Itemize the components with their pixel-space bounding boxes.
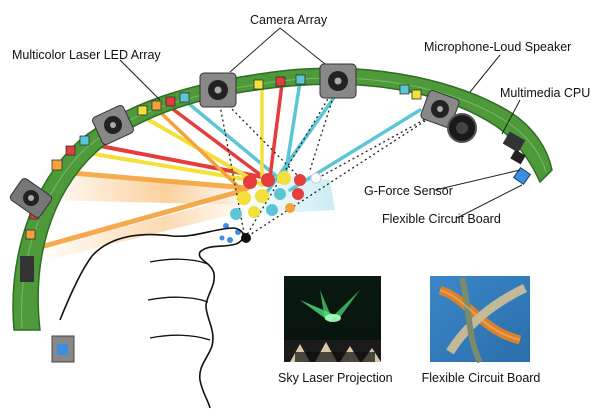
camera-2 xyxy=(92,105,134,145)
beam-red-1 xyxy=(93,143,264,179)
camera-1 xyxy=(9,178,53,218)
microphone-speaker-label: Microphone-Loud Speaker xyxy=(424,40,572,54)
multimedia-cpu-label: Multimedia CPU xyxy=(500,86,591,100)
g-force-sensor-label: G-Force Sensor xyxy=(364,184,453,198)
beam-orange-2 xyxy=(57,169,251,191)
multimedia-cpu-chip xyxy=(502,131,526,165)
laser-led-array-label: Multicolor Laser LED Array xyxy=(12,48,161,62)
left-end-components xyxy=(20,256,75,363)
loud-speaker xyxy=(447,113,477,143)
g-force-sensor-chip xyxy=(512,166,532,186)
projected-dot-grid xyxy=(219,171,322,243)
flexible-circuit-board-label: Flexible Circuit Board xyxy=(382,212,501,226)
sky-laser-photo xyxy=(284,276,381,362)
orange-glow-lower xyxy=(35,195,250,262)
camera-3 xyxy=(199,72,237,108)
camera-5 xyxy=(420,90,460,128)
beam-orange-1 xyxy=(27,187,248,253)
beam-red-2 xyxy=(172,108,272,184)
leader-lines xyxy=(119,27,523,219)
beam-cyan-4 xyxy=(288,108,422,192)
beam-red-3 xyxy=(268,82,284,179)
orange-glow xyxy=(40,170,250,205)
laser-beams xyxy=(27,80,422,253)
beam-orange-3 xyxy=(158,110,250,198)
camera-array-label: Camera Array xyxy=(250,13,328,27)
beam-yellow-1 xyxy=(68,148,252,182)
flex-board-photo xyxy=(430,276,530,364)
sky-laser-caption: Sky Laser Projection xyxy=(278,371,393,385)
hand-outline xyxy=(59,227,245,409)
flex-board-caption: Flexible Circuit Board xyxy=(421,371,541,385)
led-emitters xyxy=(25,74,422,240)
camera-4 xyxy=(319,63,357,99)
camera-modules xyxy=(9,63,460,218)
